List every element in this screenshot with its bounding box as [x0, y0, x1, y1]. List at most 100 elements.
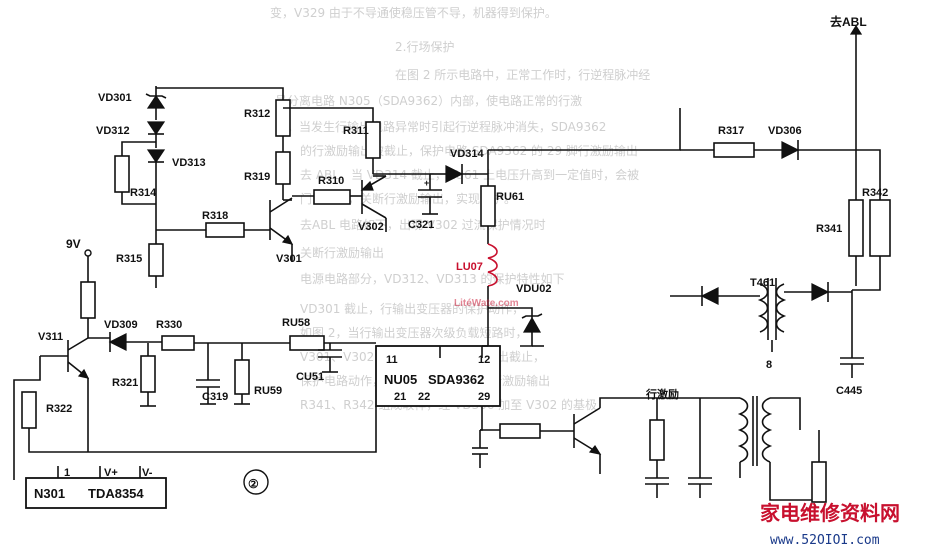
label-ru59: RU59 [254, 385, 282, 397]
bg-line: 号分离电路 N305（SDA9362）内部，使电路正常的行激 [275, 94, 583, 108]
diode-vd306 [781, 140, 800, 160]
label-r314: R314 [130, 187, 157, 199]
diode-stack [114, 86, 167, 288]
label-9v: 9V [66, 237, 81, 251]
abl-network [670, 24, 891, 378]
label-r311: R311 [343, 125, 369, 137]
label-abl: 去ABL [830, 14, 867, 29]
capacitor-c321: + [418, 174, 442, 215]
label-c319: C319 [202, 391, 228, 403]
v302-stage: + [283, 107, 681, 346]
label-r322: R322 [46, 403, 72, 415]
resistor-ru61 [480, 185, 496, 227]
bg-line: 去 ABL。当 VD314 截止，RU61 上电压升高到一定值时，会被 [300, 168, 640, 182]
watermark-url: www.52OIOI.com [770, 533, 880, 548]
bg-line: 变，V329 由于不导通使稳压管不导，机器得到保护。 [270, 6, 557, 20]
ic2-pin1: 1 [64, 467, 70, 479]
drive-transformer [737, 396, 773, 466]
resistor-r314 [114, 155, 130, 193]
inductor-lu07 [487, 243, 498, 287]
r312-chain [156, 87, 294, 262]
labels: VD301 VD312 VD313 R312 R311 R319 R310 R3… [34, 14, 900, 548]
diode-vd314 [445, 164, 464, 184]
ic2-name: N301 [34, 486, 65, 501]
ic1-pin12: 12 [478, 354, 490, 366]
ic1-pin29: 29 [478, 391, 490, 403]
label-vd306: VD306 [768, 125, 802, 137]
diode-vd309 [108, 332, 127, 352]
label-vd314: VD314 [450, 148, 485, 160]
bg-line: 在图 2 所示电路中，正常工作时，行逆程脉冲经 [395, 68, 651, 82]
horizontal-drive [472, 396, 827, 503]
ic1-pin22: 22 [418, 391, 430, 403]
v311-stage [13, 249, 377, 480]
label-lu07: LU07 [456, 261, 483, 273]
label-vd313: VD313 [172, 157, 206, 169]
bg-line: 如图 2，当行输出变压器次级负载短路时， [300, 326, 528, 340]
zener-vdu02 [488, 307, 544, 347]
label-vdu02: VDU02 [516, 283, 551, 295]
label-r342: R342 [862, 187, 888, 199]
bg-line: 2.行场保护 [395, 40, 455, 54]
label-r341: R341 [816, 223, 842, 235]
label-vd309: VD309 [104, 319, 138, 331]
resistor-r330 [161, 335, 195, 351]
label-t461-pin: 8 [766, 359, 772, 371]
label-vd301: VD301 [98, 92, 132, 104]
resistor-r310 [313, 189, 351, 205]
label-r321: R321 [112, 377, 138, 389]
bg-line: 关断行激励输出 [300, 246, 385, 260]
capacitor-c445 [840, 357, 864, 378]
resistor-r322 [21, 391, 37, 429]
transistor-v302 [360, 175, 387, 232]
label-v311: V311 [38, 331, 63, 343]
resistor-r342 [869, 199, 891, 257]
bg-line: 电源电路部分，VD312、VD313 的保护特性如下 [300, 272, 565, 286]
ic-sda9362 [375, 345, 501, 431]
label-drive: 行激励 [645, 387, 679, 401]
faint-overlay: LitéWate.com [454, 298, 519, 309]
resistor-r318 [205, 222, 245, 238]
label-r318: R318 [202, 210, 228, 222]
ic2-vplus: V+ [104, 467, 118, 479]
label-vd312: VD312 [96, 125, 130, 137]
resistor-r319 [275, 151, 291, 185]
label-r315: R315 [116, 253, 142, 265]
circle-number: ② [248, 477, 259, 491]
diode-vd313 [146, 149, 166, 164]
transistor-v311 [40, 337, 90, 379]
resistor-drive-c [811, 461, 827, 503]
ic1-pin11: 11 [386, 354, 398, 366]
transformer-t461 [757, 278, 787, 340]
bg-line: VD301 截止，行输出变压器的保护动作， [300, 302, 525, 316]
diode-vd312 [146, 121, 166, 136]
transistor-drive [573, 407, 602, 455]
label-t461: T461 [750, 277, 775, 289]
resistor-r315 [148, 243, 164, 277]
label-ru61: RU61 [496, 191, 524, 203]
label-r319: R319 [244, 171, 270, 183]
resistor-9v [80, 281, 96, 319]
ic2-part: TDA8354 [88, 486, 144, 501]
resistor-drive [499, 423, 541, 439]
diode-vd301 [145, 93, 167, 109]
ic2-vminus: V- [142, 467, 153, 479]
circle-marker [243, 469, 269, 495]
resistor-r321 [140, 355, 156, 393]
ic-tda8354 [25, 466, 269, 509]
label-r330: R330 [156, 319, 182, 331]
resistor-r312 [275, 99, 291, 137]
label-r310: R310 [318, 175, 344, 187]
resistor-r341 [848, 199, 864, 257]
resistor-ru58 [289, 335, 325, 351]
svg-text:+: + [424, 178, 429, 188]
resistor-ru59 [234, 359, 250, 395]
resistor-r317 [713, 142, 755, 158]
label-v301: V301 [276, 253, 302, 265]
diode-t461-right [811, 282, 830, 302]
bg-line: 的行激励输出被截止，保护电路 SDA9362 的 29 脚行激励输出 [300, 144, 638, 158]
ic1-name: NU05 [384, 372, 417, 387]
ic1-pin21: 21 [394, 391, 406, 403]
watermark-text: 家电维修资料网 [760, 501, 900, 525]
